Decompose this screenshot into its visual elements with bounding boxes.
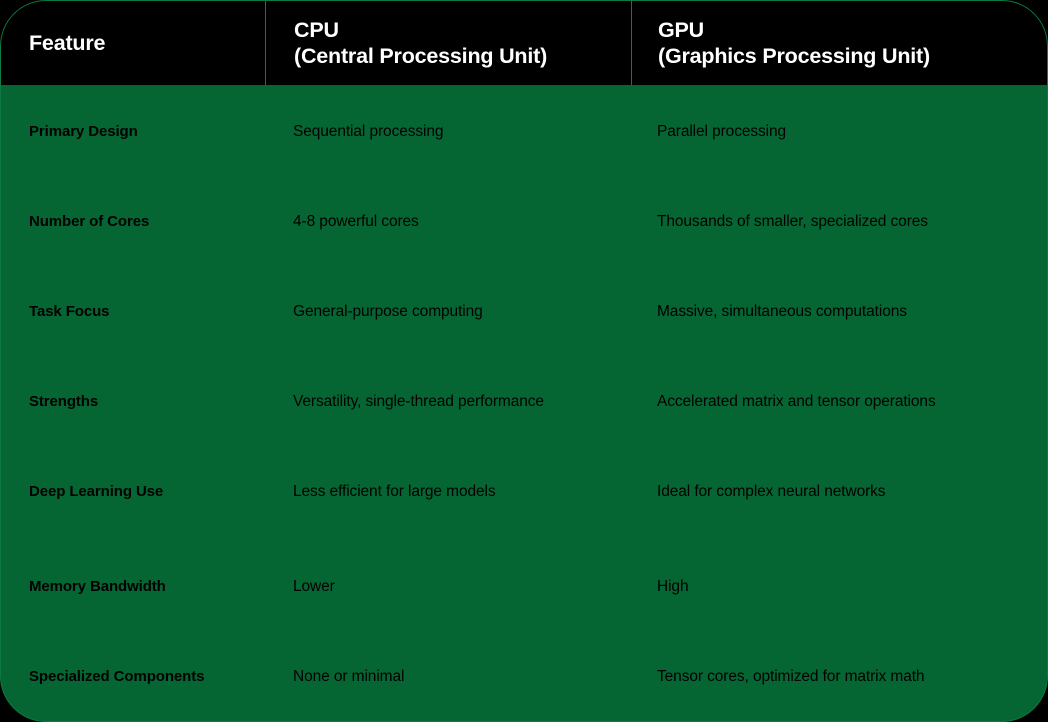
table-row: Task Focus General-purpose computing Mas… <box>0 297 1048 327</box>
row-gpu-value: Accelerated matrix and tensor operations <box>657 393 936 410</box>
table-row: Deep Learning Use Less efficient for lar… <box>0 477 1048 507</box>
table-header-row: Feature CPU (Central Processing Unit) GP… <box>0 0 1048 85</box>
row-feature-label: Task Focus <box>29 303 110 320</box>
column-header-gpu-line1: GPU <box>658 17 704 42</box>
row-cpu-value: General-purpose computing <box>293 303 483 320</box>
row-feature-label: Number of Cores <box>29 213 150 230</box>
column-header-gpu: GPU (Graphics Processing Unit) <box>631 0 1048 85</box>
column-header-cpu: CPU (Central Processing Unit) <box>265 0 631 85</box>
row-gpu-value: Thousands of smaller, specialized cores <box>657 213 928 230</box>
row-gpu-value: Tensor cores, optimized for matrix math <box>657 668 925 685</box>
row-feature-label: Memory Bandwidth <box>29 578 166 595</box>
table-row: Specialized Components None or minimal T… <box>0 662 1048 692</box>
row-cpu-value: None or minimal <box>293 668 405 685</box>
row-gpu-value: High <box>657 578 689 595</box>
table-row: Strengths Versatility, single-thread per… <box>0 387 1048 417</box>
row-feature-label: Specialized Components <box>29 668 205 685</box>
column-header-cpu-line2: (Central Processing Unit) <box>294 43 548 68</box>
table-body: Primary Design Sequential processing Par… <box>0 85 1048 722</box>
row-cpu-value: Sequential processing <box>293 123 444 140</box>
table-row: Memory Bandwidth Lower High <box>0 572 1048 602</box>
column-header-feature: Feature <box>0 0 265 85</box>
row-cpu-value: Less efficient for large models <box>293 483 496 500</box>
row-cpu-value: Lower <box>293 578 335 595</box>
row-feature-label: Deep Learning Use <box>29 483 164 500</box>
column-header-gpu-line2: (Graphics Processing Unit) <box>658 43 930 68</box>
row-feature-label: Strengths <box>29 393 99 410</box>
row-cpu-value: Versatility, single-thread performance <box>293 393 544 410</box>
row-gpu-value: Parallel processing <box>657 123 787 140</box>
row-feature-label: Primary Design <box>29 123 138 140</box>
row-gpu-value: Ideal for complex neural networks <box>657 483 886 500</box>
table-row: Number of Cores 4-8 powerful cores Thous… <box>0 207 1048 237</box>
row-gpu-value: Massive, simultaneous computations <box>657 303 907 320</box>
column-header-cpu-line1: CPU <box>294 17 339 42</box>
table-row: Primary Design Sequential processing Par… <box>0 117 1048 147</box>
column-header-feature-line1: Feature <box>29 30 106 55</box>
row-cpu-value: 4-8 powerful cores <box>293 213 419 230</box>
